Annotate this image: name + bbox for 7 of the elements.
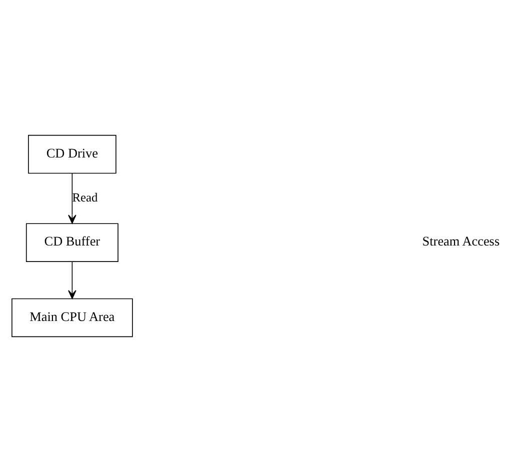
node-box: Main CPU Area	[12, 298, 133, 338]
edge-label: Read	[72, 190, 98, 204]
node-box: CD Buffer	[26, 223, 118, 262]
arrow	[68, 172, 76, 224]
node-box: CD Drive	[28, 134, 116, 174]
arrow	[68, 261, 76, 300]
label: Stream Access	[422, 234, 500, 249]
